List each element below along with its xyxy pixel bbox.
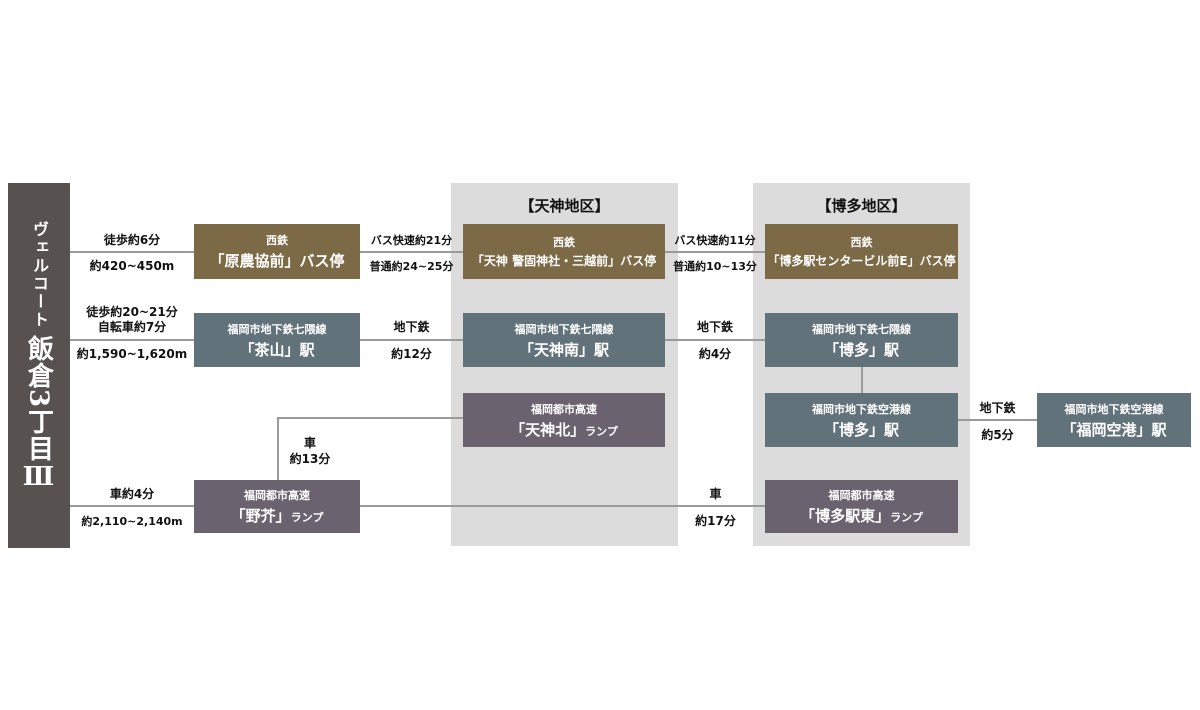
tenjinkita-ramp-box: 福岡都市高速 「天神北」ランプ bbox=[463, 393, 665, 447]
station-name: 「博多」 bbox=[823, 340, 884, 359]
bus-normal-time-label: 普通約24~25分 bbox=[369, 260, 454, 273]
fukuoka-airport-station-box: 福岡市地下鉄空港線 「福岡空港」駅 bbox=[1037, 393, 1191, 447]
bicycle-time-label: 自転車約7分 bbox=[97, 320, 167, 334]
connector-line bbox=[665, 251, 765, 253]
station-suffix: 駅 bbox=[884, 420, 900, 439]
chayama-station-box: 福岡市地下鉄七隈線 「茶山」駅 bbox=[194, 313, 360, 367]
subway-label: 地下鉄 bbox=[393, 320, 430, 334]
ramp-name: 「博多駅東」 bbox=[800, 507, 891, 525]
car-distance-label: 約2,110~2,140m bbox=[81, 515, 183, 528]
connector-line bbox=[958, 419, 1037, 421]
walk-time-label: 徒歩約20~21分 bbox=[86, 305, 178, 319]
hakata-district-title: 【博多地区】 bbox=[816, 197, 907, 215]
subway-time-label: 約4分 bbox=[698, 347, 732, 361]
ramp-suffix: ランプ bbox=[585, 424, 618, 438]
hakataekihigashi-ramp-box: 福岡都市高速 「博多駅東」ランプ bbox=[765, 480, 958, 533]
stop-name: 「原農協前」 bbox=[209, 252, 300, 270]
property-name-kana: ヴェルコート bbox=[30, 221, 49, 329]
subway-label: 地下鉄 bbox=[696, 320, 733, 334]
operator-label: 福岡都市高速 bbox=[828, 489, 895, 502]
operator-label: 西鉄 bbox=[266, 234, 288, 247]
station-suffix: 駅 bbox=[299, 340, 315, 359]
operator-label: 福岡市地下鉄七隈線 bbox=[227, 322, 327, 336]
hakata-kuko-station-box: 福岡市地下鉄空港線 「博多」駅 bbox=[765, 393, 958, 447]
operator-label: 福岡市地下鉄空港線 bbox=[1064, 402, 1164, 416]
connector-line bbox=[360, 251, 463, 253]
walk-distance-label: 約420~450m bbox=[89, 259, 175, 273]
harano-bus-stop-box: 西鉄 「原農協前」バス停 bbox=[194, 224, 360, 279]
stop-suffix: バス停 bbox=[299, 252, 345, 270]
stop-suffix: バス停 bbox=[919, 254, 956, 268]
connector-line bbox=[70, 339, 194, 341]
property-name-main: 飯倉3丁目Ⅲ bbox=[23, 335, 54, 494]
operator-label: 西鉄 bbox=[553, 236, 575, 249]
connector-line bbox=[360, 339, 463, 341]
operator-label: 福岡市地下鉄空港線 bbox=[812, 402, 911, 416]
operator-label: 福岡都市高速 bbox=[244, 489, 310, 502]
stop-name: 「天神 警固神社・三越前」 bbox=[471, 254, 621, 268]
stop-name: 「博多駅センタービル前E」 bbox=[767, 254, 920, 268]
walk-distance-label: 約1,590~1,620m bbox=[76, 347, 188, 361]
station-suffix: 駅 bbox=[594, 340, 610, 359]
car-time-label: 約13分 bbox=[289, 452, 331, 466]
ramp-suffix: ランプ bbox=[890, 511, 923, 524]
car-label: 車 bbox=[709, 487, 722, 501]
station-name: 「茶山」 bbox=[239, 340, 300, 359]
car-label: 車 bbox=[303, 436, 316, 450]
ramp-name: 「野芥」 bbox=[230, 507, 291, 525]
subway-label: 地下鉄 bbox=[979, 401, 1016, 415]
connector-line bbox=[360, 505, 765, 507]
station-suffix: 駅 bbox=[1151, 420, 1167, 439]
ramp-suffix: ランプ bbox=[290, 511, 324, 524]
ramp-name: 「天神北」 bbox=[510, 420, 586, 439]
operator-label: 福岡市地下鉄七隈線 bbox=[812, 322, 911, 336]
connector-line bbox=[277, 417, 463, 419]
hakata-bus-stop-box: 西鉄 「博多駅センタービル前E」バス停 bbox=[765, 224, 958, 279]
walk-time-label: 徒歩約6分 bbox=[103, 233, 161, 247]
subway-time-label: 約12分 bbox=[391, 347, 432, 361]
bus-normal-time-label: 普通約10~13分 bbox=[673, 260, 757, 273]
connector-line bbox=[665, 339, 765, 341]
tenjinminami-station-box: 福岡市地下鉄七隈線 「天神南」駅 bbox=[463, 313, 665, 367]
operator-label: 福岡市地下鉄七隈線 bbox=[514, 322, 614, 336]
tenjin-bus-stop-box: 西鉄 「天神 警固神社・三越前」バス停 bbox=[463, 224, 665, 279]
station-name: 「福岡空港」 bbox=[1061, 420, 1152, 439]
bus-rapid-time-label: バス快速約11分 bbox=[674, 234, 756, 247]
connector-line bbox=[70, 251, 194, 253]
tenjin-district-title: 【天神地区】 bbox=[519, 197, 610, 215]
connector-line bbox=[70, 505, 194, 507]
station-name: 「天神南」 bbox=[518, 340, 594, 359]
property-title-bar: ヴェルコート 飯倉3丁目Ⅲ bbox=[8, 183, 70, 548]
car-time-label: 約17分 bbox=[695, 514, 736, 528]
car-time-label: 車約4分 bbox=[109, 487, 155, 501]
operator-label: 西鉄 bbox=[850, 236, 873, 249]
connector-line bbox=[861, 367, 863, 393]
operator-label: 福岡都市高速 bbox=[531, 402, 597, 416]
stop-suffix: バス停 bbox=[620, 254, 657, 268]
hakata-nanakuma-station-box: 福岡市地下鉄七隈線 「博多」駅 bbox=[765, 313, 958, 367]
noke-ramp-box: 福岡都市高速 「野芥」ランプ bbox=[194, 480, 360, 533]
bus-rapid-time-label: バス快速約21分 bbox=[370, 234, 453, 247]
connector-line bbox=[277, 418, 279, 480]
station-suffix: 駅 bbox=[884, 340, 900, 359]
subway-time-label: 約5分 bbox=[981, 428, 1014, 442]
station-name: 「博多」 bbox=[823, 420, 884, 439]
